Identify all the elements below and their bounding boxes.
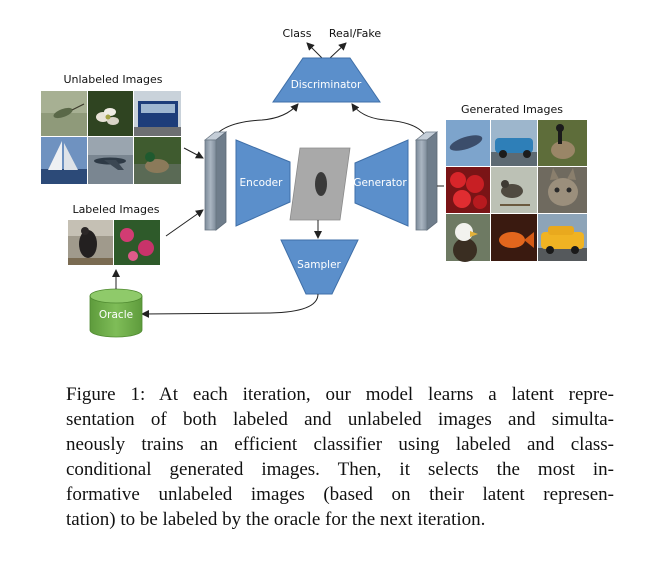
generator-output-bar	[414, 131, 439, 231]
arrow-to-real-fake	[329, 42, 347, 59]
discriminator-label: Discriminator	[291, 79, 362, 91]
thumb-gen-goldfish	[491, 214, 537, 261]
thumb-bus	[134, 91, 181, 136]
sampler-label: Sampler	[297, 259, 341, 271]
generated-images-grid	[446, 120, 587, 262]
arrow-unlabeled-to-encoder	[183, 147, 204, 159]
latent-code-ellipse	[315, 172, 327, 196]
real-fake-output-label: Real/Fake	[329, 27, 381, 40]
thumb-labeled-flower	[114, 220, 160, 265]
thumb-gen-bird	[491, 167, 537, 213]
encoder-block	[235, 139, 291, 227]
caption-line-1: Figure 1: At each iteration, our model l…	[66, 384, 614, 405]
arrow-labeled-to-encoder	[165, 209, 204, 237]
thumb-gen-taxi	[538, 214, 587, 261]
generator-label: Generator	[353, 177, 407, 189]
encoder-label: Encoder	[240, 177, 284, 189]
figure-caption: Figure 1: At each iteration, our model l…	[66, 382, 614, 532]
arrow-sampler-to-oracle	[141, 293, 319, 318]
thumb-flower	[88, 91, 133, 136]
arrow-left-bar-to-discriminator	[211, 103, 299, 141]
thumb-hummingbird	[41, 91, 87, 136]
thumb-gen-goose	[538, 120, 587, 166]
arrow-right-bar-to-discriminator	[351, 103, 426, 136]
thumb-sailboat	[41, 137, 87, 184]
unlabeled-images-label: Unlabeled Images	[63, 73, 162, 86]
thumb-gen-blimp	[446, 120, 490, 166]
thumb-gen-car	[491, 120, 537, 166]
caption-line-2: sentation of both labeled and unlabeled …	[66, 409, 614, 430]
thumb-gen-cat	[538, 167, 587, 213]
oracle-database	[89, 288, 143, 338]
unlabeled-images-grid	[41, 91, 181, 184]
discriminator-block	[272, 57, 381, 103]
thumb-gen-strawberries	[446, 167, 490, 213]
arrow-to-class	[306, 42, 323, 59]
labeled-images-grid	[68, 220, 160, 265]
thumb-duck	[134, 137, 181, 184]
oracle-label: Oracle	[99, 309, 133, 321]
caption-line-3: neously trains an efficient classifier u…	[66, 434, 614, 455]
class-output-label: Class	[283, 27, 312, 40]
thumb-labeled-bird	[68, 220, 113, 265]
thumb-gen-eagle	[446, 214, 490, 262]
labeled-images-label: Labeled Images	[72, 203, 159, 216]
generated-images-label: Generated Images	[461, 103, 563, 116]
thumb-airplane	[88, 137, 133, 184]
caption-line-4: conditional generated images. Then, it s…	[66, 459, 614, 480]
sampler-block	[280, 239, 359, 295]
encoder-input-bar	[203, 131, 228, 231]
caption-line-5: formative unlabeled images (based on the…	[66, 484, 614, 505]
generator-block	[354, 139, 409, 227]
caption-line-6: tation) to be labeled by the oracle for …	[66, 509, 486, 530]
